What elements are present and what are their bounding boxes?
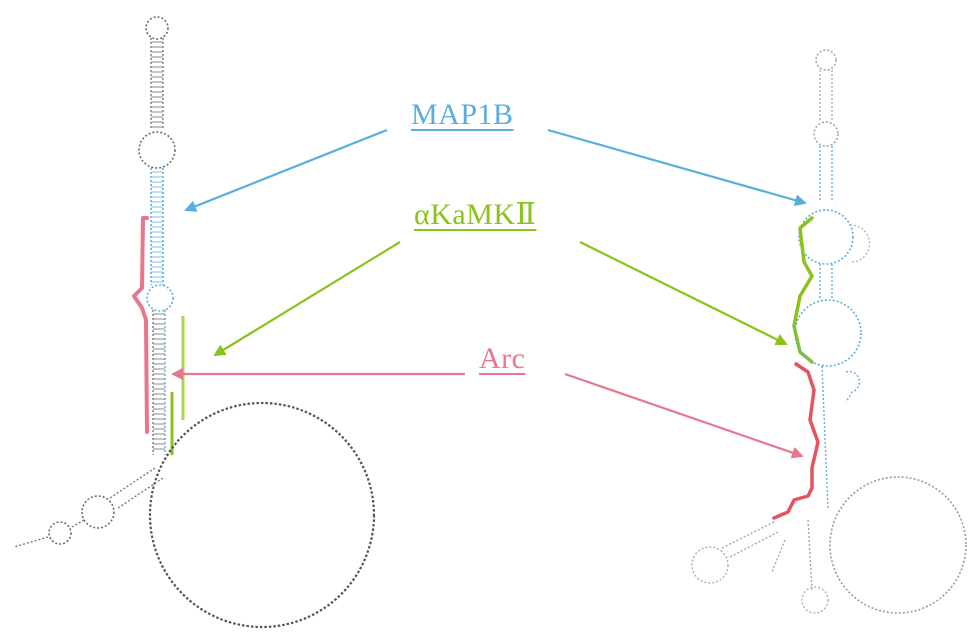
left-rna-structure	[13, 16, 376, 629]
right-multi-loop	[829, 476, 967, 614]
arrow-arc-right	[564, 372, 804, 459]
label-akamkii: αKaMKⅡ	[414, 198, 537, 231]
right-side-loop	[849, 224, 871, 263]
right-internal-loop-3	[794, 299, 862, 367]
left-branch-loop-2	[48, 521, 72, 545]
right-branch-strand-a	[721, 521, 775, 549]
right-internal-loop-2	[798, 209, 854, 265]
left-branch-strand-c	[69, 519, 85, 529]
label-arc: Arc	[479, 342, 526, 375]
arrow-akamkii-right	[579, 241, 788, 345]
left-internal-loop-1	[138, 131, 176, 169]
right-side-hairpin	[845, 370, 861, 403]
right-stem-strand-g	[821, 365, 829, 511]
right-apical-loop	[815, 49, 837, 71]
right-branch-strand-b	[727, 531, 779, 559]
right-arc-region	[772, 362, 820, 520]
arrow-map1b-left	[184, 128, 388, 212]
left-branch-loop-1	[81, 495, 115, 529]
right-akamkii-region	[792, 216, 814, 364]
left-branch-strand-a	[109, 467, 156, 499]
left-apical-loop	[145, 16, 169, 40]
left-stem-base-pairs-upper	[151, 41, 163, 128]
label-map1b: MAP1B	[411, 98, 514, 131]
right-internal-loop-1	[813, 121, 839, 147]
right-branch-loop-2	[801, 586, 829, 614]
left-internal-loop-2	[146, 284, 174, 312]
left-arc-region	[132, 216, 149, 434]
left-stem-base-pairs-blue	[151, 171, 163, 283]
arrows	[171, 128, 807, 459]
right-branch-3-strand	[771, 539, 786, 573]
left-branch-strand-b	[117, 477, 164, 509]
left-stem-base-pairs-lower	[153, 313, 165, 450]
right-branch-loop	[691, 546, 729, 584]
arrow-akamkii-left	[213, 241, 401, 357]
left-branch-tail	[13, 536, 49, 548]
right-branch-2-strand	[807, 519, 813, 591]
arrow-map1b-right	[547, 128, 807, 207]
right-rna-structure	[691, 49, 967, 614]
left-multi-loop	[148, 401, 376, 629]
